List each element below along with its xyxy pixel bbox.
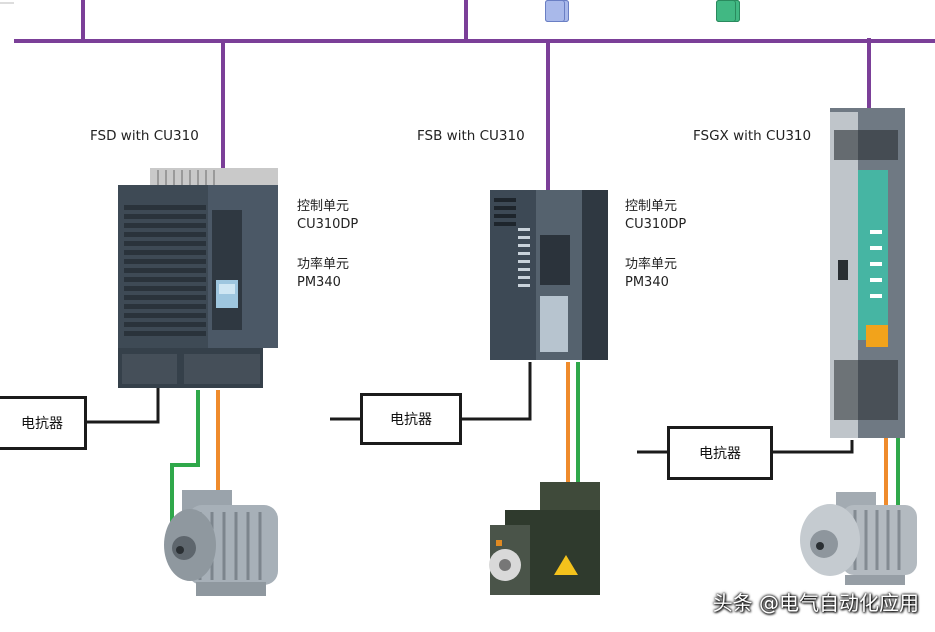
fsgx-reactor-box: 电抗器	[667, 426, 773, 480]
watermark: 头条 @电气自动化应用	[712, 591, 919, 615]
fsd-power-label: 功率单元	[297, 257, 350, 272]
motor-fsd	[164, 490, 278, 596]
fsgx-drive-unit	[830, 108, 905, 438]
fsd-drive-unit	[118, 168, 278, 388]
fsd-power-model: PM340	[297, 275, 341, 290]
fsb-power-label: 功率单元	[625, 257, 678, 272]
motor-fsgx	[800, 492, 917, 585]
motor-fsb	[489, 482, 600, 595]
fsgx-title: FSGX with CU310	[693, 128, 812, 144]
fsb-title: FSB with CU310	[417, 128, 525, 144]
cables	[86, 362, 900, 555]
fsd-reactor-box: 电抗器	[0, 396, 87, 450]
bus-lines	[0, 0, 935, 190]
fsb-control-label: 控制单元	[625, 199, 678, 214]
fsd-green-cable	[170, 390, 200, 555]
fsb-drive-unit	[490, 190, 608, 360]
fsd-control-label: 控制单元	[297, 199, 350, 214]
fsb-power-model: PM340	[625, 275, 669, 290]
bus-tag-blank-right	[545, 0, 565, 22]
net-tag-blank-right	[716, 0, 736, 22]
fsb-reactor-box: 电抗器	[360, 393, 462, 445]
fsd-control-model: CU310DP	[297, 217, 359, 232]
fsb-control-model: CU310DP	[625, 217, 687, 232]
fsd-title: FSD with CU310	[90, 128, 199, 144]
